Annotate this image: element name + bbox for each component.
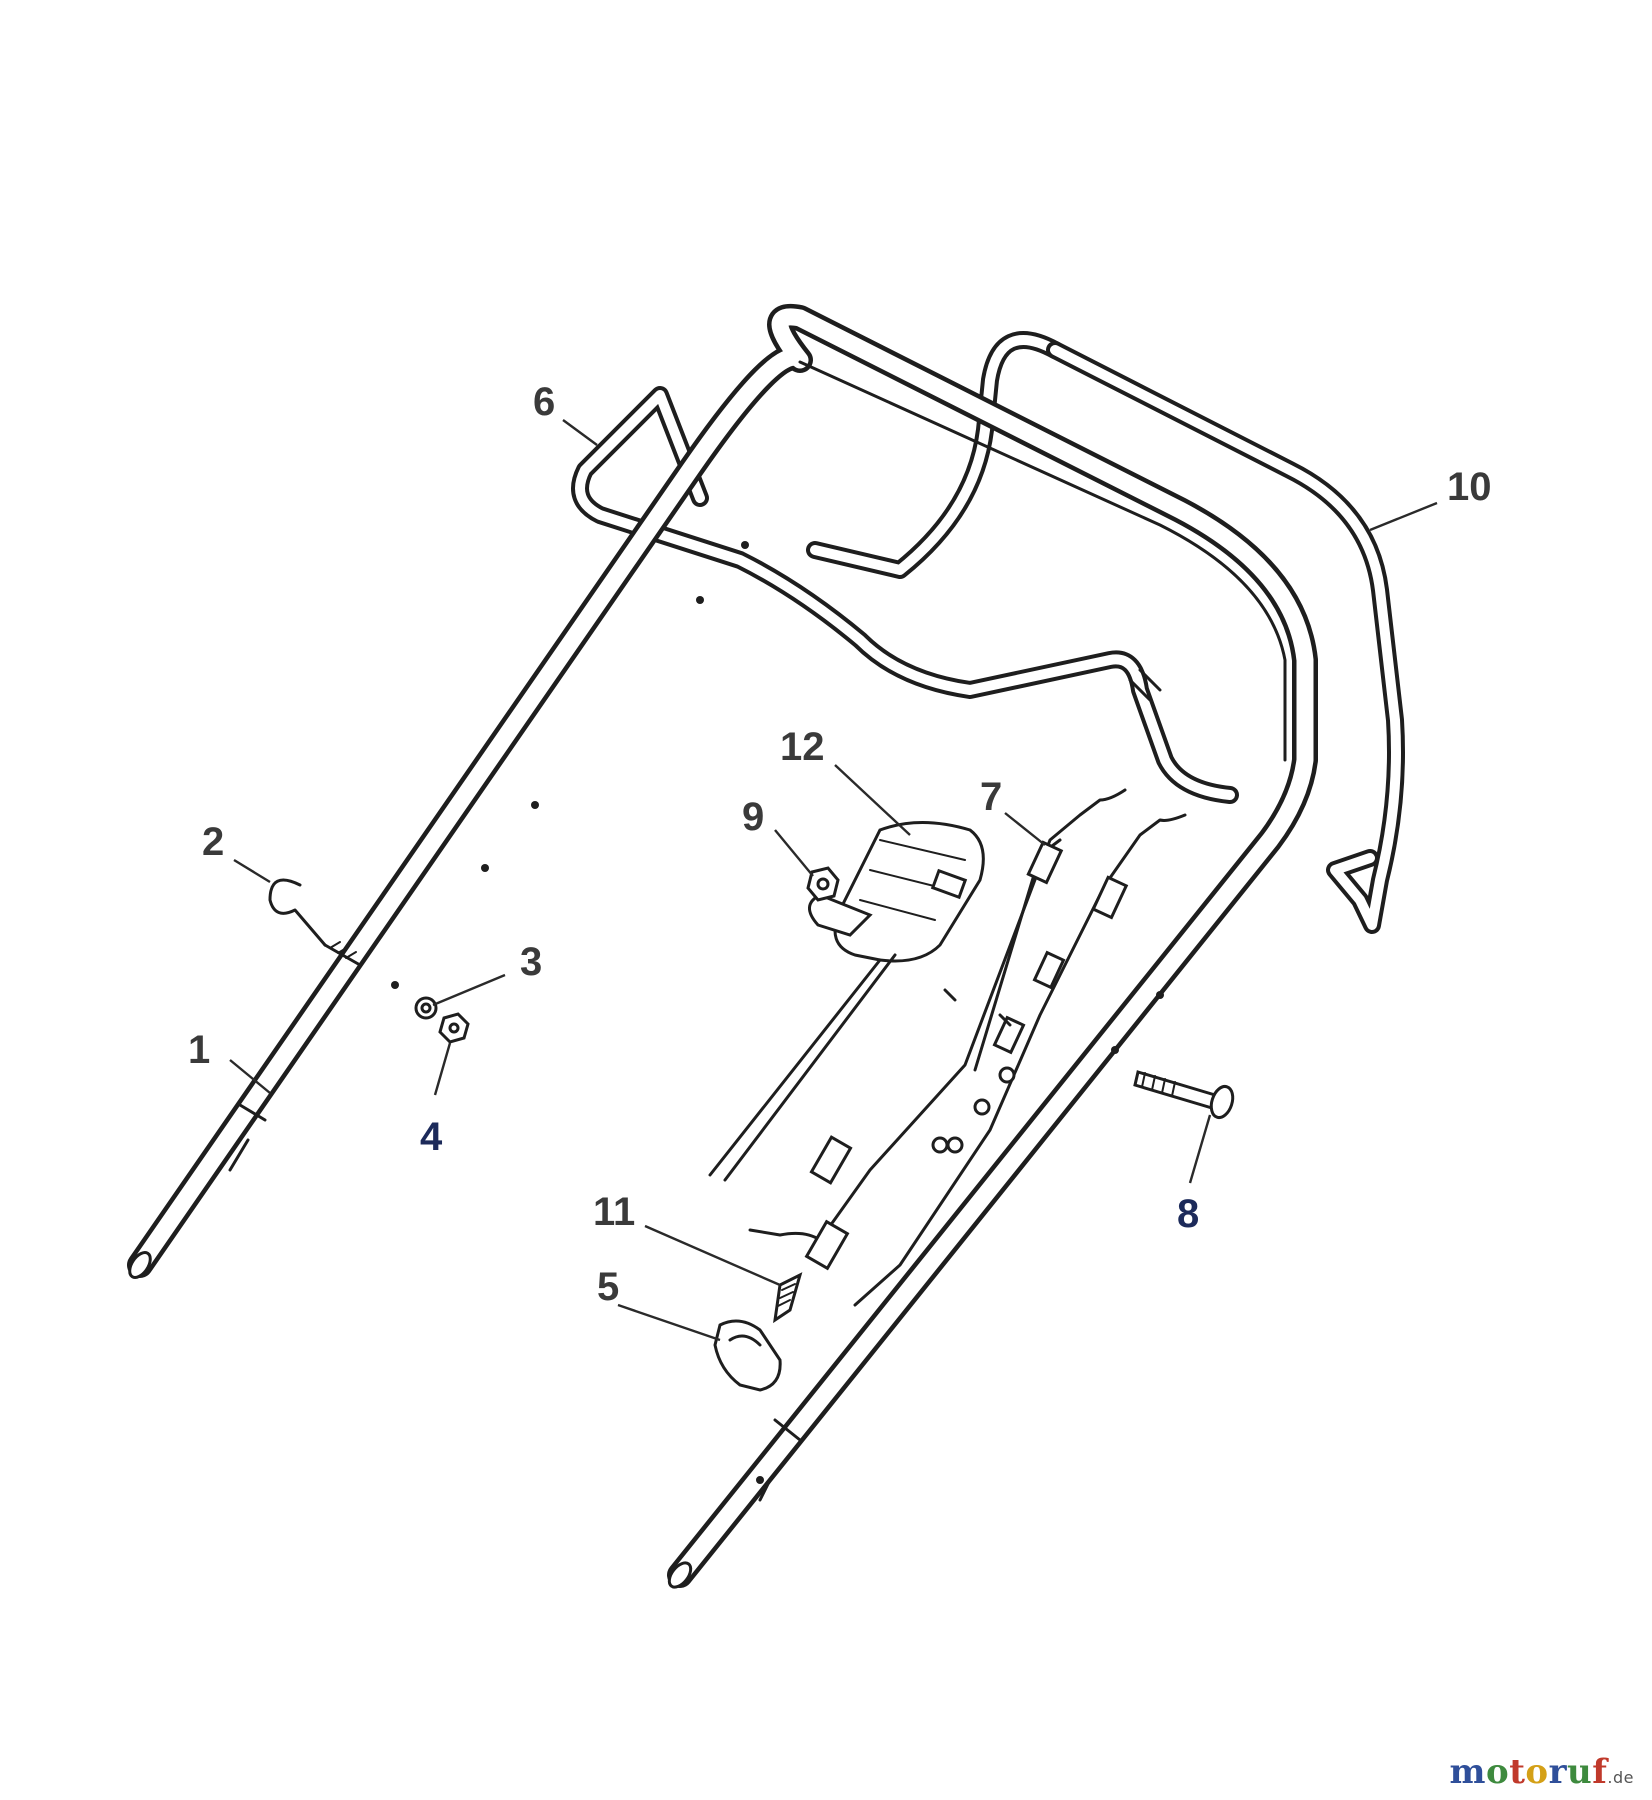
logo-char: t <box>1509 1752 1526 1792</box>
callout-1: 1 <box>188 1028 210 1072</box>
washers <box>931 1066 1016 1154</box>
logo-char: r <box>1548 1752 1568 1792</box>
part-12-control-box <box>708 821 985 1182</box>
callout-11: 11 <box>593 1190 635 1234</box>
part-11-cable-adjuster <box>773 1219 850 1324</box>
part-9-nut <box>806 866 840 902</box>
callout-7: 7 <box>980 775 1002 819</box>
part-7-cables <box>748 788 1187 1307</box>
logo-tld: .de <box>1607 1768 1634 1787</box>
part-10-bail-bar <box>806 331 1405 934</box>
part-8-bolt <box>1133 1070 1235 1120</box>
callout-6: 6 <box>533 380 555 424</box>
callout-10: 10 <box>1447 465 1492 509</box>
callout-2: 2 <box>202 820 224 864</box>
callout-labels: 1 2 3 4 5 6 7 8 9 10 11 12 <box>188 380 1492 1309</box>
part-3-4-washer-nut <box>414 996 470 1044</box>
part-2-hook-bolt <box>268 878 362 967</box>
motoruf-logo: motoruf.de <box>1450 1752 1634 1792</box>
callout-12: 12 <box>780 725 825 769</box>
callout-8: 8 <box>1177 1192 1199 1236</box>
callout-5: 5 <box>597 1265 619 1309</box>
logo-char: o <box>1525 1752 1549 1792</box>
part-6-wire-loop <box>571 386 1239 804</box>
callout-3: 3 <box>520 940 542 984</box>
logo-char: o <box>1486 1752 1510 1792</box>
part-1-handle-tube <box>127 303 1318 1589</box>
logo-char: m <box>1449 1752 1487 1792</box>
callout-9: 9 <box>742 795 764 839</box>
callout-4: 4 <box>420 1115 443 1159</box>
logo-char: f <box>1592 1752 1608 1792</box>
leader-lines <box>229 419 1438 1342</box>
logo-char: u <box>1567 1752 1593 1792</box>
part-5-cable-clip <box>713 1319 782 1392</box>
